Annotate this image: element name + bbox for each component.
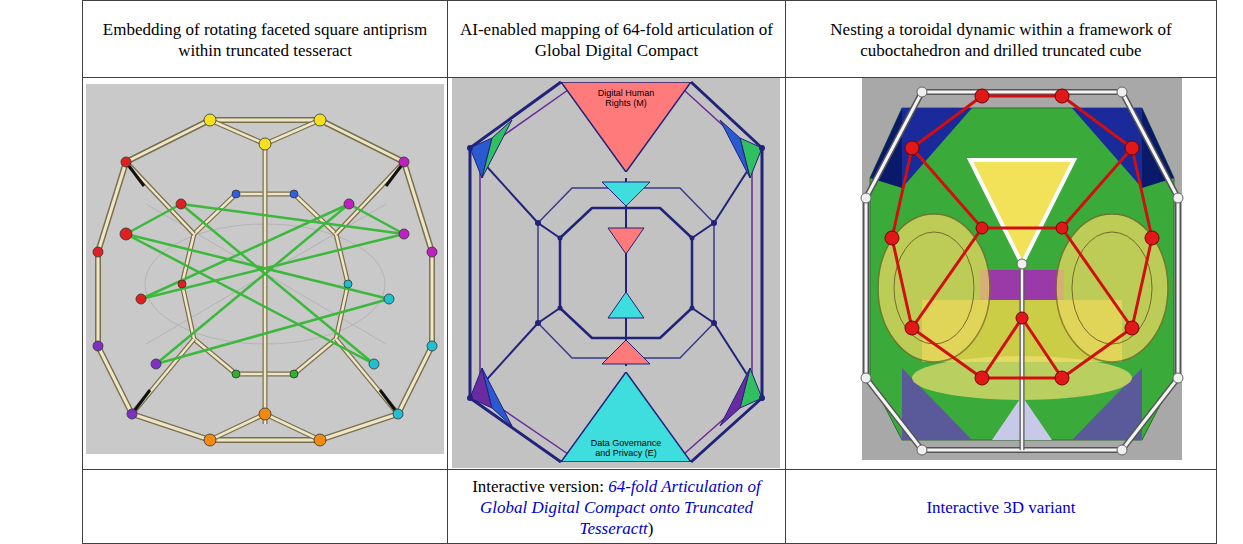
link-cell: Interactive 3D variant xyxy=(787,471,1215,543)
text-holder: Digital Human Rights (M) xyxy=(586,88,666,108)
toroidal-cuboctahedron-illustration xyxy=(861,78,1183,460)
link-cell: Interactive version:64-fold Articulation… xyxy=(448,471,785,543)
link-text: Interactive version: xyxy=(472,477,604,496)
antiprism-tesseract-illustration xyxy=(86,84,444,454)
header-text: AI-enabled mapping of 64-fold articulati… xyxy=(460,20,773,60)
text-holder: Embedding of rotating faceted square ant… xyxy=(90,19,440,61)
table-grid xyxy=(83,1,1217,544)
triangle-label: Digital Human Rights (M) xyxy=(598,88,655,108)
header-text: Nesting a toroidal dynamic within a fram… xyxy=(830,20,1171,60)
truncated-tesseract-mapping xyxy=(452,78,780,468)
link-text: ) xyxy=(648,519,654,538)
category-triangle: Data Governance and Privacy (E) xyxy=(561,372,691,462)
column-header: AI-enabled mapping of 64-fold articulati… xyxy=(448,2,785,77)
column-header: Nesting a toroidal dynamic within a fram… xyxy=(787,2,1215,77)
link-text: Interactive 3D variant xyxy=(926,498,1075,517)
triangle-label: Data Governance and Privacy (E) xyxy=(591,438,662,458)
text-holder: AI-enabled mapping of 64-fold articulati… xyxy=(454,19,779,61)
column-header: Embedding of rotating faceted square ant… xyxy=(84,2,446,77)
text-holder: Data Governance and Privacy (E) xyxy=(586,438,666,458)
category-triangle: Digital Human Rights (M) xyxy=(561,82,691,172)
text-holder: Interactive version:64-fold Articulation… xyxy=(454,476,779,539)
header-text: Embedding of rotating faceted square ant… xyxy=(103,20,427,60)
text-holder: Nesting a toroidal dynamic within a fram… xyxy=(793,19,1209,61)
text-holder: Interactive 3D variant xyxy=(926,497,1075,518)
